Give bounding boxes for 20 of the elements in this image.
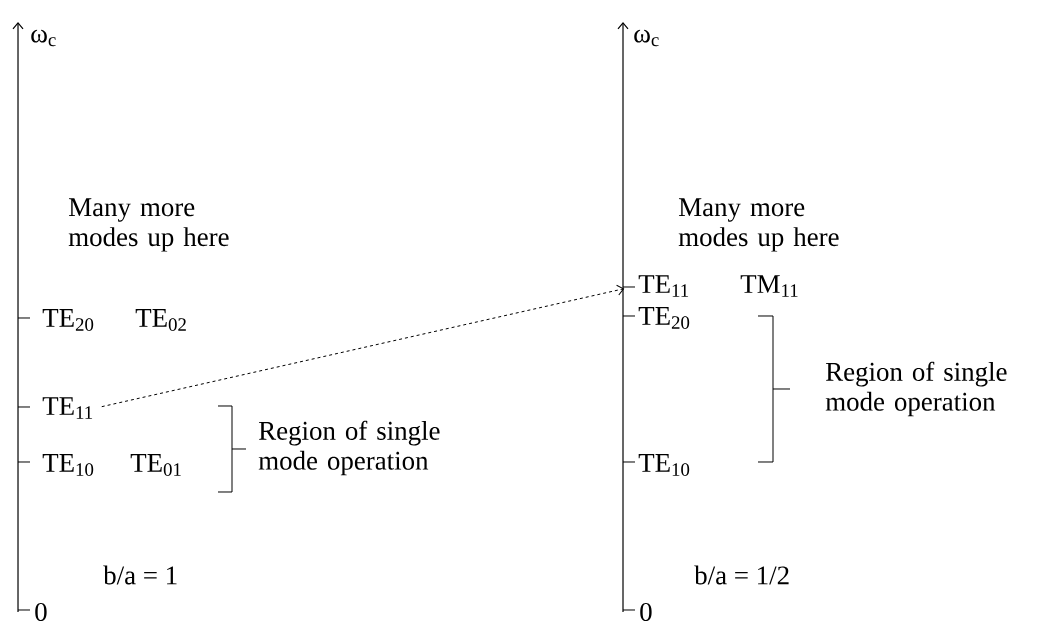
bracket-label: Region of single mode operation — [825, 361, 1007, 417]
dashed-arrow — [101, 284, 625, 408]
mode-label: TE$_{02}$ — [135, 309, 186, 331]
axis-origin-label: 0 — [35, 602, 47, 622]
mode-label: TE$_{10}$ — [42, 454, 94, 476]
mode-label: TE$_{20}$ — [638, 307, 690, 329]
ratio-label: b/a = 1 — [103, 565, 177, 585]
bracket-label: Region of single mode operation — [258, 420, 440, 476]
ratio-label: b/a = 1/2 — [694, 565, 789, 585]
mode-label: TE$_{11}$ — [42, 397, 93, 419]
axis-label: ω$_{c}$ — [634, 29, 659, 47]
mode-label: TM$_{11}$ — [740, 275, 798, 297]
note-text: Many more modes up here — [68, 198, 229, 252]
note-text: Many more modes up here — [678, 198, 839, 252]
axis-label: ω$_{c}$ — [31, 29, 56, 47]
mode-label: TE$_{10}$ — [638, 454, 690, 476]
mode-label: TE$_{20}$ — [42, 309, 94, 331]
axis-origin-label: 0 — [640, 602, 652, 622]
mode-label: TE$_{01}$ — [130, 454, 181, 476]
mode-label: TE$_{11}$ — [638, 275, 689, 297]
